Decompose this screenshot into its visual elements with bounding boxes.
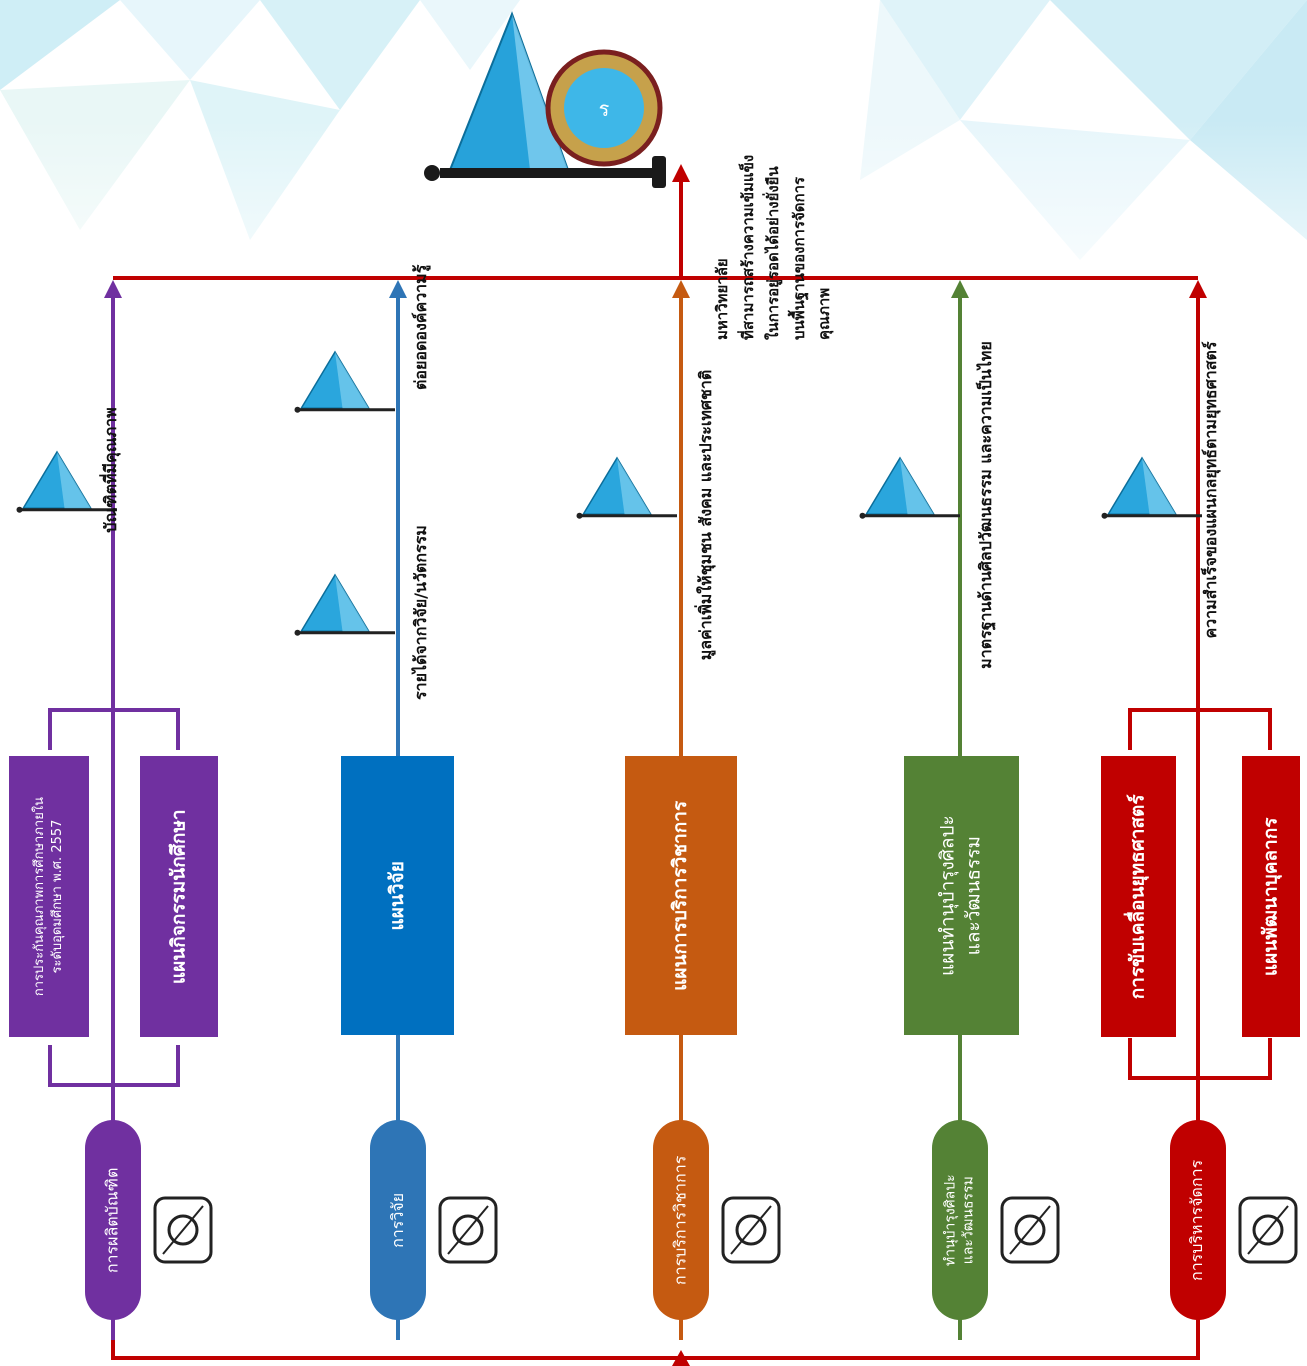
- plan-label: การประกันคุณภาพการศึกษาภายในระดับอุดมศึก…: [32, 796, 66, 997]
- plan-label: แผนวิจัย: [385, 860, 408, 931]
- vision-statement: มหาวิทยาลัย ที่สามารถสร้างความเข้มแข็ง ใ…: [710, 80, 833, 340]
- outcome-logo: [1101, 456, 1202, 519]
- plan-label: แผนกิจกรรมนักศึกษา: [167, 809, 190, 984]
- mission-0-arrow: [104, 280, 122, 298]
- svg-text:ร: ร: [599, 97, 610, 121]
- mission-pill: ทำนุบำรุงศิลปะและวัฒนธรรม: [932, 1120, 988, 1320]
- mission-4-bracket-bottom: [1128, 1038, 1272, 1080]
- mission-label: การผลิตบัณฑิต: [102, 1167, 122, 1273]
- thai-mask-icon: [1000, 1196, 1060, 1264]
- outcome-logo: [294, 350, 395, 413]
- plan-label: แผนการบริการวิชาการ: [669, 800, 692, 991]
- mission-3-arrow: [951, 280, 969, 298]
- outcome-logo: [16, 450, 117, 513]
- outcome-label: ต่อยอดองค์ความรู้: [411, 264, 430, 390]
- graduation-cap-icon: [153, 1196, 213, 1264]
- vision-arrow: [672, 164, 690, 182]
- outcome-label: บัณฑิตที่มีคุณภาพ: [101, 407, 120, 533]
- mission-2-arrow: [672, 280, 690, 298]
- vision-line: คุณภาพ: [815, 287, 833, 340]
- mission-label: การบริหารจัดการ: [1187, 1159, 1207, 1281]
- vision-line: มหาวิทยาลัย: [713, 258, 731, 340]
- mission-label: ทำนุบำรุงศิลปะและวัฒนธรรม: [942, 1174, 978, 1266]
- bottom-connector: [111, 1340, 1200, 1360]
- plan-label: แผนพัฒนาบุคลากร: [1259, 817, 1282, 976]
- mission-4-arrow: [1189, 280, 1207, 298]
- mission-label: การวิจัย: [387, 1192, 407, 1248]
- vision-line: ที่สามารถสร้างความเข้มแข็ง: [738, 154, 757, 340]
- strategy-board-icon: [1238, 1196, 1298, 1264]
- mission-1-arrow: [389, 280, 407, 298]
- plan-box: แผนการบริการวิชาการ: [625, 756, 737, 1035]
- outcome-label: รายได้จากวิจัย/นวัตกรรม: [411, 525, 430, 700]
- mission-pill: การบริหารจัดการ: [1170, 1120, 1226, 1320]
- outcome-logo: [859, 456, 960, 519]
- mission-4-bracket-top: [1128, 708, 1272, 750]
- outcome-label: มูลค่าเพิ่มให้ชุมชน สังคม และประเทศชาติ: [696, 369, 715, 661]
- outcome-label: มาตรฐานด้านศิลปวัฒนธรรม และความเป็นไทย: [976, 341, 995, 669]
- mission-pill: การผลิตบัณฑิต: [85, 1120, 141, 1320]
- community-service-icon: [721, 1196, 781, 1264]
- plan-box: แผนวิจัย: [341, 756, 454, 1035]
- mission-label: การบริการวิชาการ: [670, 1155, 690, 1285]
- plan-box: แผนกิจกรรมนักศึกษา: [140, 756, 218, 1037]
- outcome-label: ความสำเร็จของแผนกลยุทธ์ตามยุทธศาสตร์: [1201, 341, 1220, 639]
- university-logo: ร: [424, 11, 666, 188]
- research-gear-magnifier-icon: [438, 1196, 498, 1264]
- outcome-logo: [576, 456, 677, 519]
- plan-box: แผนทำนุบำรุงศิลปะและวัฒนธรรม: [904, 756, 1019, 1035]
- bottom-arrow: [672, 1350, 690, 1366]
- mission-pill: การวิจัย: [370, 1120, 426, 1320]
- vision-line: ในการอยู่รอดได้อย่างยั่งยืน: [764, 166, 782, 340]
- plan-box: แผนพัฒนาบุคลากร: [1242, 756, 1300, 1037]
- vision-line: บนพื้นฐานของการจัดการ: [789, 176, 808, 340]
- outcome-logo: [294, 573, 395, 636]
- plan-label: การขับเคลื่อนยุทธศาสตร์: [1126, 794, 1149, 999]
- plan-label: แผนทำนุบำรุงศิลปะและวัฒนธรรม: [936, 815, 985, 976]
- plan-box: การประกันคุณภาพการศึกษาภายในระดับอุดมศึก…: [9, 756, 89, 1037]
- mission-pill: การบริการวิชาการ: [653, 1120, 709, 1320]
- mission-0-bracket-bottom: [48, 1045, 180, 1087]
- mission-0-bracket-top: [48, 708, 180, 750]
- plan-box: การขับเคลื่อนยุทธศาสตร์: [1101, 756, 1176, 1037]
